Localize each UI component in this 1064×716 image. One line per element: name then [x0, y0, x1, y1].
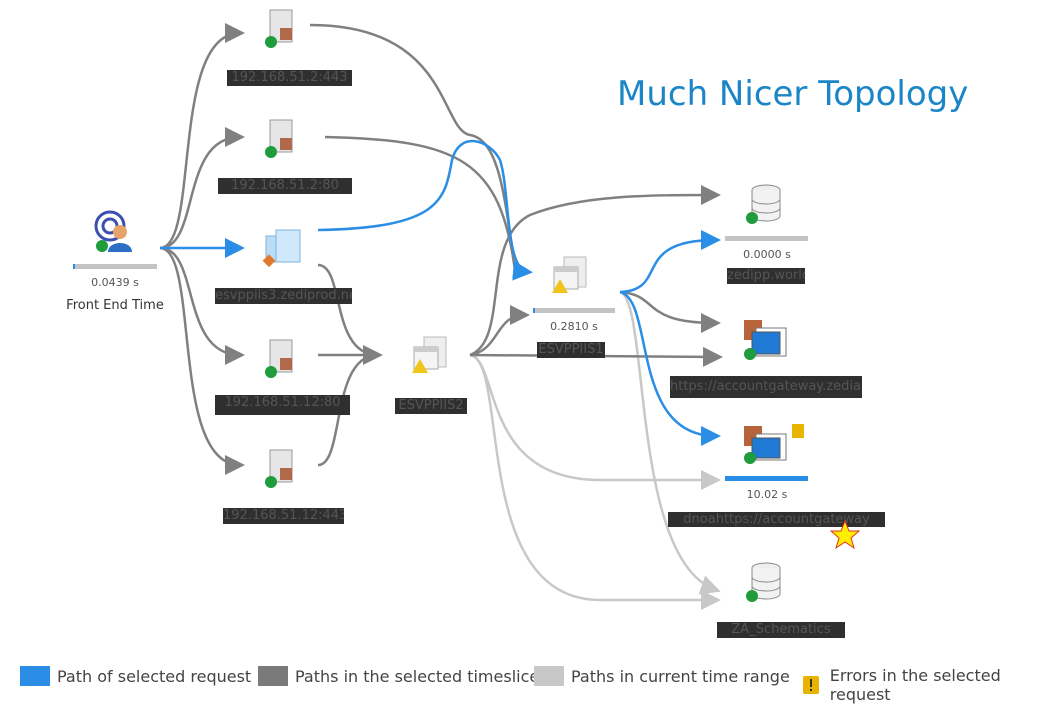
legend-swatch: [534, 666, 564, 686]
legend-label: Errors in the selected request: [829, 666, 1001, 704]
edge-s2-esvppiis1: [324, 135, 517, 271]
edge-front-s1: [159, 23, 245, 250]
front-end-time: 0.0439 s: [91, 276, 139, 289]
web-service-icon[interactable]: [742, 318, 790, 362]
web-service-error-icon[interactable]: [742, 420, 806, 464]
legend-swatch: [258, 666, 288, 686]
target-label: dnoahttps://accountgateway: [668, 512, 885, 527]
edge-front-s2: [159, 127, 245, 250]
edge-esvppiis2-dnoah: [469, 353, 721, 490]
edge-esvppiis2-za: [469, 353, 721, 610]
legend-label: Paths in the selected timeslice: [295, 666, 540, 686]
legend-time-range-paths: Paths in current time range: [534, 666, 790, 686]
legend-label: Path of selected request: [57, 666, 252, 686]
server-icon[interactable]: [264, 8, 300, 48]
front-end-label: Front End Time: [66, 298, 164, 313]
server-icon[interactable]: [264, 118, 300, 158]
edge-esvppiis1-za: [619, 290, 721, 595]
edge-s3-esvppiis2: [317, 263, 383, 365]
edge-esvppiis3-esvppiis1: [317, 140, 533, 281]
server-icon[interactable]: [264, 338, 300, 378]
dnoah-time-bar: [725, 476, 808, 481]
edge-esvppiis1-dnoah: [619, 290, 721, 446]
server-label: esvppiis3.zediprod.net: [215, 288, 352, 304]
server-label: 192.168.51.2:80: [218, 178, 352, 194]
edge-esvppiis2-zedipp: [469, 185, 721, 357]
legend-label: Paths in current time range: [571, 666, 790, 686]
database-icon[interactable]: [744, 560, 784, 604]
edge-esvppiis1-zedipp: [619, 230, 721, 294]
server-icon[interactable]: [264, 448, 300, 488]
database-icon[interactable]: [744, 182, 784, 226]
edge-front-s4: [159, 246, 245, 365]
target-label: https://accountgateway.zedia ...: [670, 376, 862, 398]
web-app-icon[interactable]: [262, 228, 304, 268]
esvppiis2-label: ESVPPIIS2: [395, 398, 467, 414]
target-label: ZA_Schematics: [717, 622, 845, 638]
legend-swatch: [20, 666, 50, 686]
page-title: Much Nicer Topology: [617, 74, 969, 114]
target-label: zedipp.world: [727, 268, 805, 284]
legend-timeslice-paths: Paths in the selected timeslice: [258, 666, 539, 686]
star-icon: [830, 520, 860, 550]
front-end-time-bar: [73, 264, 157, 269]
edge-esvppiis2-esvppiis1: [469, 305, 530, 357]
server-label: 192.168.51.12:80: [215, 395, 350, 415]
zedipp-time-bar: [725, 236, 808, 241]
esvppiis1-label: ESVPPIIS1: [537, 342, 605, 358]
app-window-warning-icon[interactable]: [550, 255, 592, 299]
edge-esvppiis1-accountgateway: [619, 290, 721, 333]
legend-errors: Errors in the selected request: [800, 666, 1064, 704]
edge-s1-esvppiis1: [309, 23, 517, 271]
legend-selected-path: Path of selected request: [20, 666, 251, 686]
user-target-icon[interactable]: [94, 210, 136, 254]
app-window-warning-icon[interactable]: [410, 335, 452, 379]
server-label: 192.168.51.12:443: [223, 508, 344, 524]
zedipp-time: 0.0000 s: [743, 248, 791, 261]
dnoah-time: 10.02 s: [746, 488, 788, 501]
error-badge-icon: [803, 676, 819, 694]
esvppiis1-time-bar: [533, 308, 615, 313]
esvppiis1-time: 0.2810 s: [550, 320, 598, 333]
server-label: 192.168.51.2:443: [227, 70, 352, 86]
edge-front-s5: [159, 246, 245, 475]
